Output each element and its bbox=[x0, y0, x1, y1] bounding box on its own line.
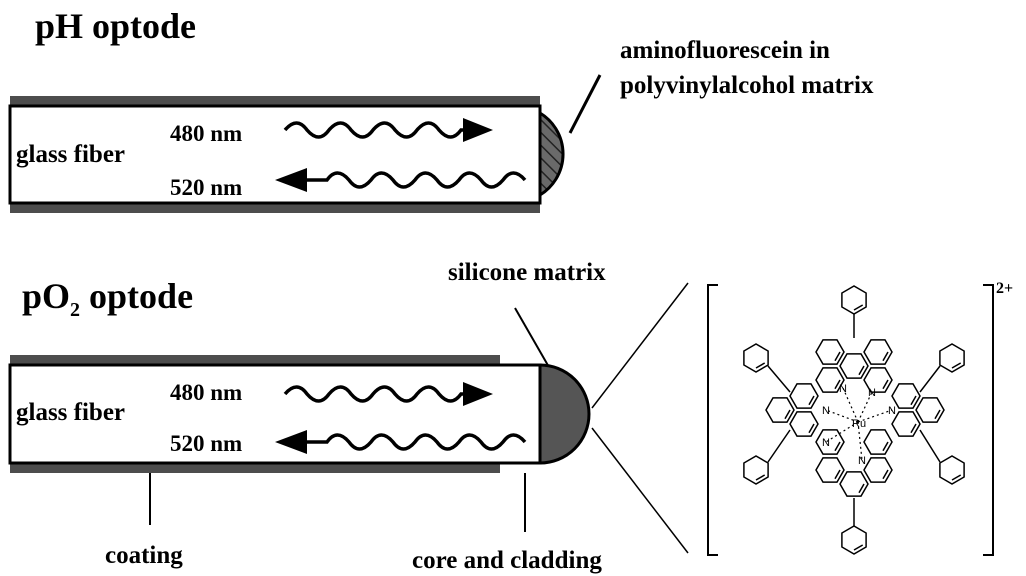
nitrogen-atom-label: N bbox=[822, 405, 830, 417]
nitrogen-atom-label: N bbox=[858, 455, 866, 467]
phenyl-ring-2 bbox=[939, 343, 965, 373]
ligand-ring-0-double-bond bbox=[834, 351, 841, 362]
ligand-ring-10-double-bond bbox=[934, 409, 941, 420]
po2-wave-out-arrowhead bbox=[275, 430, 307, 454]
phenyl-bond-4 bbox=[919, 429, 941, 463]
ligand-ring-9-double-bond bbox=[910, 423, 917, 434]
ph-wave-out bbox=[305, 171, 527, 189]
ph-optode-title: pH optode bbox=[35, 6, 196, 46]
phenyl-ring-3-double-bond bbox=[755, 474, 766, 481]
po2-wave-in-label: 480 nm bbox=[170, 380, 242, 405]
po2-wave-out-label: 520 nm bbox=[170, 431, 242, 456]
ligand-ring-13 bbox=[863, 457, 893, 483]
ph-sensor-label-2: polyvinylalcohol matrix bbox=[620, 72, 874, 99]
ligand-ring-6-double-bond bbox=[808, 423, 815, 434]
ligand-ring-2-double-bond bbox=[882, 351, 889, 362]
ligand-ring-13-double-bond bbox=[882, 469, 889, 480]
phenyl-ring-1 bbox=[743, 343, 769, 373]
ligand-ring-1 bbox=[839, 353, 869, 379]
ph-wave-out-label: 520 nm bbox=[170, 175, 242, 200]
po2-fiber-label: glass fiber bbox=[16, 399, 125, 426]
ru-n-bond-0 bbox=[842, 387, 859, 423]
phenyl-ring-5 bbox=[841, 525, 867, 555]
ligand-ring-4 bbox=[863, 367, 893, 393]
ligand-ring-11 bbox=[815, 457, 845, 483]
ligand-ring-9 bbox=[891, 411, 921, 437]
ligand-ring-1-double-bond bbox=[858, 365, 865, 376]
po2-top-coating bbox=[10, 355, 500, 365]
zoom-line-bottom bbox=[591, 427, 689, 554]
phenyl-bond-1 bbox=[767, 365, 791, 393]
po2-wave-out bbox=[305, 433, 527, 451]
ph-sensor-leader-line bbox=[568, 74, 602, 134]
right-bracket bbox=[983, 284, 994, 556]
phenyl-bond-2 bbox=[919, 365, 941, 393]
ligand-ring-15 bbox=[863, 429, 893, 455]
po2-optode-title: pO2 optode bbox=[22, 276, 193, 321]
ligand-ring-8-double-bond bbox=[910, 395, 917, 406]
coating-label: coating bbox=[105, 542, 183, 569]
ligand-ring-14-double-bond bbox=[834, 441, 841, 452]
phenyl-ring-3 bbox=[743, 455, 769, 485]
ligand-ring-2 bbox=[863, 339, 893, 365]
po2-sensor-tip bbox=[538, 363, 591, 465]
ligand-ring-7-double-bond bbox=[784, 409, 791, 420]
charge-label: 2+ bbox=[996, 280, 1013, 297]
phenyl-ring-2-double-bond bbox=[951, 362, 962, 369]
po2-wave-in-arrowhead bbox=[463, 382, 493, 406]
ligand-ring-0 bbox=[815, 339, 845, 365]
po2-bottom-coating bbox=[10, 463, 500, 473]
ligand-ring-12-double-bond bbox=[858, 483, 865, 494]
ph-fiber-label: glass fiber bbox=[16, 141, 125, 168]
ligand-ring-14 bbox=[815, 429, 845, 455]
ligand-ring-8 bbox=[891, 383, 921, 409]
ligand-ring-6 bbox=[789, 411, 819, 437]
ru-n-bond-3 bbox=[857, 409, 893, 423]
ligand-ring-15-double-bond bbox=[882, 441, 889, 452]
ligand-ring-11-double-bond bbox=[834, 469, 841, 480]
ligand-ring-5 bbox=[789, 383, 819, 409]
phenyl-ring-1-double-bond bbox=[755, 362, 766, 369]
nitrogen-atom-label: N bbox=[868, 387, 876, 399]
ru-n-bond-2 bbox=[825, 409, 859, 423]
ph-wave-in bbox=[283, 121, 465, 139]
silicone-matrix-label: silicone matrix bbox=[448, 259, 606, 286]
po2-wave-in bbox=[283, 385, 465, 403]
ruthenium-complex-structure bbox=[707, 284, 994, 556]
ph-sensor-tip bbox=[538, 110, 565, 198]
ru-n-bonds bbox=[825, 387, 893, 461]
core-cladding-label: core and cladding bbox=[412, 547, 602, 574]
ph-wave-out-arrowhead bbox=[275, 168, 307, 192]
ruthenium-atom-label: Ru bbox=[852, 418, 866, 430]
ligand-ring-5-double-bond bbox=[808, 395, 815, 406]
ligand-ring-4-double-bond bbox=[882, 379, 889, 390]
ligand-ring-3 bbox=[815, 367, 845, 393]
phenyl-ring-0-double-bond bbox=[853, 304, 864, 311]
phenyl-ring-4 bbox=[939, 455, 965, 485]
ph-sensor-label-1: aminofluorescein in bbox=[620, 37, 830, 64]
nitrogen-atom-label: N bbox=[839, 383, 847, 395]
ligand-ring-12 bbox=[839, 471, 869, 497]
nitrogen-atom-label: N bbox=[888, 405, 896, 417]
ph-wave-in-label: 480 nm bbox=[170, 121, 242, 146]
phenyl-bond-3 bbox=[767, 429, 791, 463]
ru-n-bond-4 bbox=[825, 421, 859, 443]
phenyl-ring-4-double-bond bbox=[951, 474, 962, 481]
ligand-ring-3-double-bond bbox=[834, 379, 841, 390]
ph-wave-in-arrowhead bbox=[463, 118, 493, 142]
phenyl-ring-5-double-bond bbox=[853, 544, 864, 551]
ru-n-bond-5 bbox=[857, 421, 863, 461]
left-bracket bbox=[707, 284, 718, 556]
phenanthroline-rings bbox=[743, 285, 965, 555]
ph-top-coating bbox=[10, 96, 540, 106]
ru-n-bond-1 bbox=[857, 391, 873, 423]
nitrogen-atom-label: N bbox=[822, 437, 830, 449]
zoom-line-top bbox=[591, 282, 689, 409]
ph-bottom-coating bbox=[10, 203, 540, 213]
ligand-ring-7 bbox=[765, 397, 795, 423]
ligand-ring-10 bbox=[915, 397, 945, 423]
